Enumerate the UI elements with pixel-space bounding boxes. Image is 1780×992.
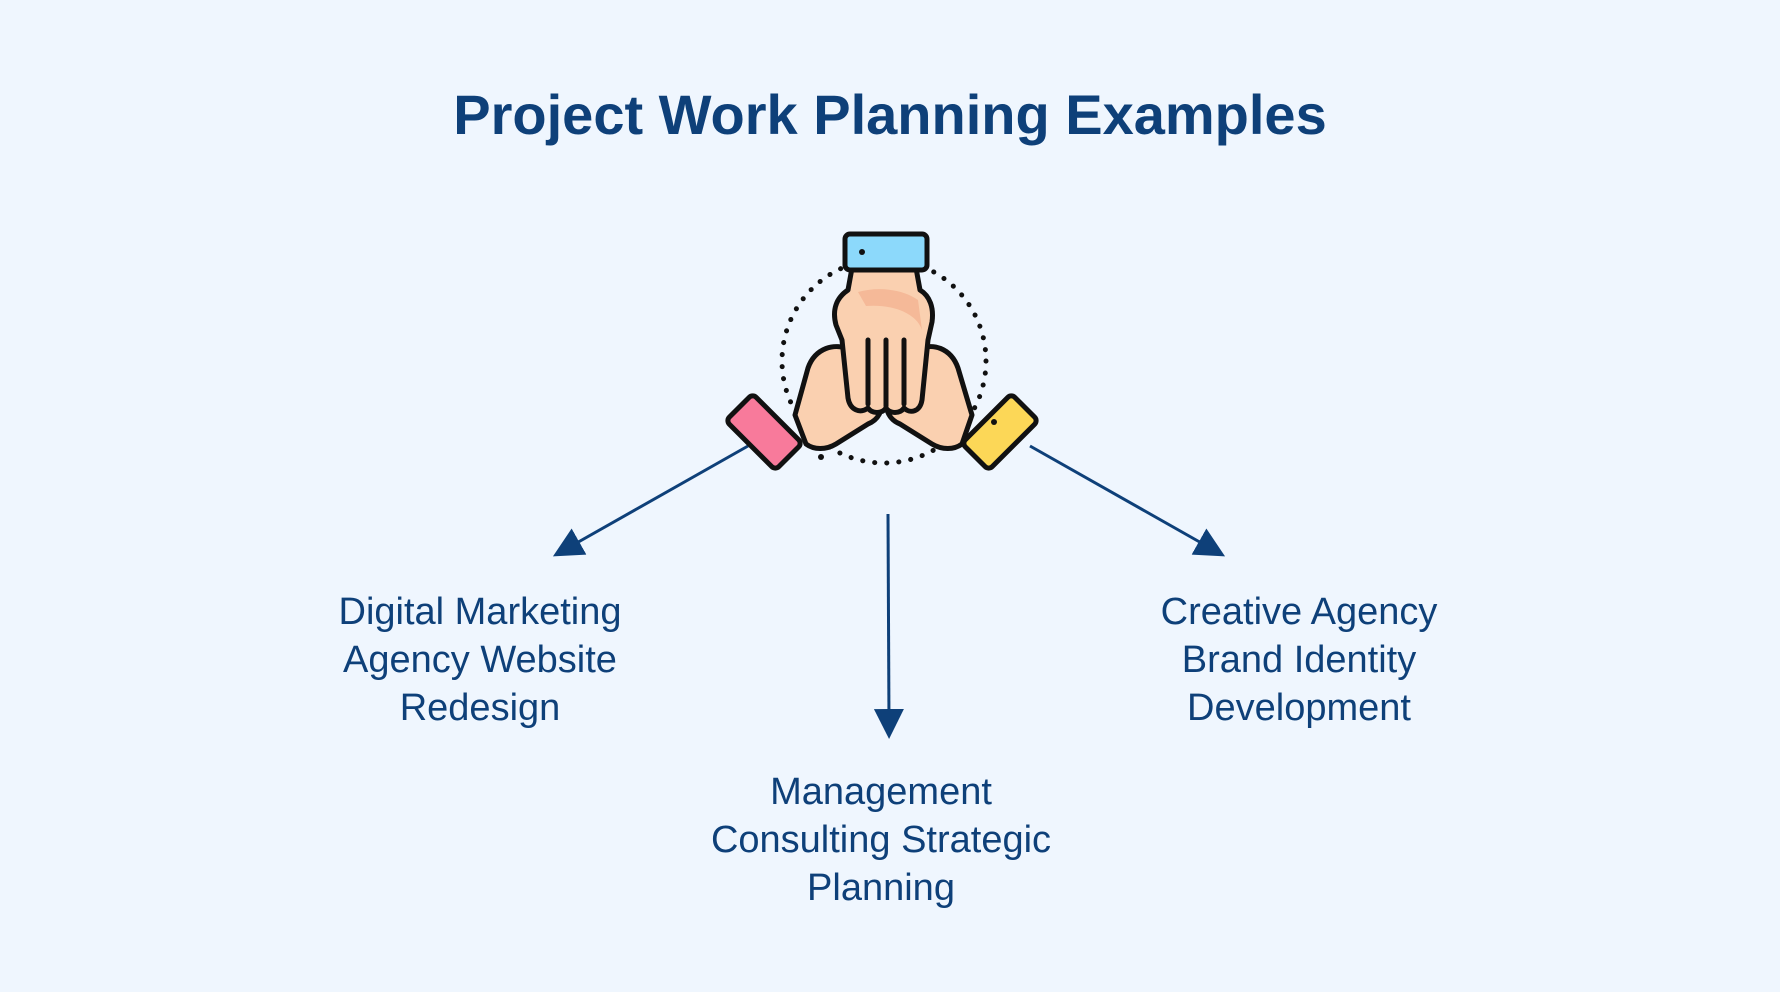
example-line: Brand Identity: [1181, 639, 1417, 681]
page-title: Project Work Planning Examples: [453, 83, 1327, 146]
example-line: Planning: [807, 867, 955, 909]
example-line: Consulting Strategic: [710, 819, 1052, 861]
example-line: Development: [1187, 687, 1411, 729]
example-label-digital-marketing: Digital Marketing Agency Website Redesig…: [260, 588, 700, 732]
example-label-creative-agency: Creative Agency Brand Identity Developme…: [1079, 588, 1519, 732]
example-label-management-consulting: Management Consulting Strategic Planning: [661, 768, 1101, 912]
example-line: Digital Marketing: [338, 591, 622, 633]
arrow-center: [873, 513, 904, 739]
teamwork-hands-icon: [725, 231, 1039, 471]
left-hand: [725, 344, 884, 471]
top-hand: [832, 231, 935, 415]
example-line: Agency Website: [343, 639, 617, 681]
example-line: Creative Agency: [1160, 591, 1438, 633]
example-line: Redesign: [399, 687, 561, 729]
example-line: Management: [770, 771, 992, 813]
arrow-left: [552, 444, 749, 557]
arrow-right: [1029, 444, 1226, 557]
